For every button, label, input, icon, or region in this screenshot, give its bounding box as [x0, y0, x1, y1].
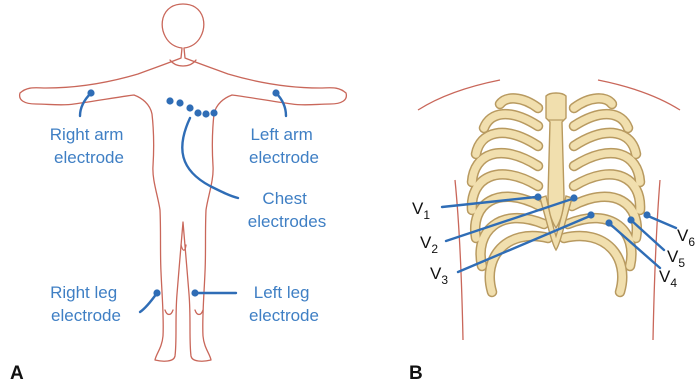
panel-label-b: B — [409, 363, 423, 384]
v5-electrode — [627, 216, 634, 223]
v3-electrode — [587, 211, 594, 218]
left-knee-line — [195, 310, 203, 315]
chest-electrodes — [166, 97, 217, 117]
right-arm-leader — [80, 93, 91, 116]
right-shoulder-line — [418, 80, 500, 110]
groin-line — [181, 245, 186, 250]
v1-electrode — [534, 193, 541, 200]
v3-label: V3 — [430, 264, 448, 287]
v2-electrode — [570, 194, 577, 201]
chest-electrodes-label: Chest electrodes — [248, 189, 326, 231]
panel-a: Right arm electrode Left arm electrode C… — [10, 4, 346, 384]
left-leg-label: Left leg electrode — [249, 283, 319, 325]
left-flank-line — [653, 180, 660, 340]
left-arm-label: Left arm electrode — [249, 125, 319, 167]
v2-label: V2 — [420, 233, 438, 256]
v4-electrode — [605, 219, 612, 226]
chest-leader — [182, 118, 238, 198]
v6-electrode — [643, 211, 650, 218]
right-leg-label: Right leg electrode — [50, 283, 122, 325]
right-leg-leader — [140, 293, 157, 312]
right-arm-label: Right arm electrode — [50, 125, 128, 167]
left-arm-leader — [276, 93, 286, 116]
right-knee-line — [165, 310, 173, 315]
rib-cage — [472, 93, 640, 292]
chest-electrode-6 — [210, 109, 217, 116]
chest-electrode-4 — [194, 109, 201, 116]
chest-electrode-5 — [202, 110, 209, 117]
chest-electrode-3 — [186, 104, 193, 111]
panel-b: V1 V2 V3 V4 V5 V6 B — [409, 80, 695, 384]
v1-label: V1 — [412, 199, 430, 222]
v6-label: V6 — [677, 226, 695, 249]
v6-leader — [648, 216, 676, 228]
v4-label: V4 — [659, 267, 677, 290]
chest-electrode-2 — [176, 99, 183, 106]
chest-electrode-1 — [166, 97, 173, 104]
panel-label-a: A — [10, 363, 24, 384]
